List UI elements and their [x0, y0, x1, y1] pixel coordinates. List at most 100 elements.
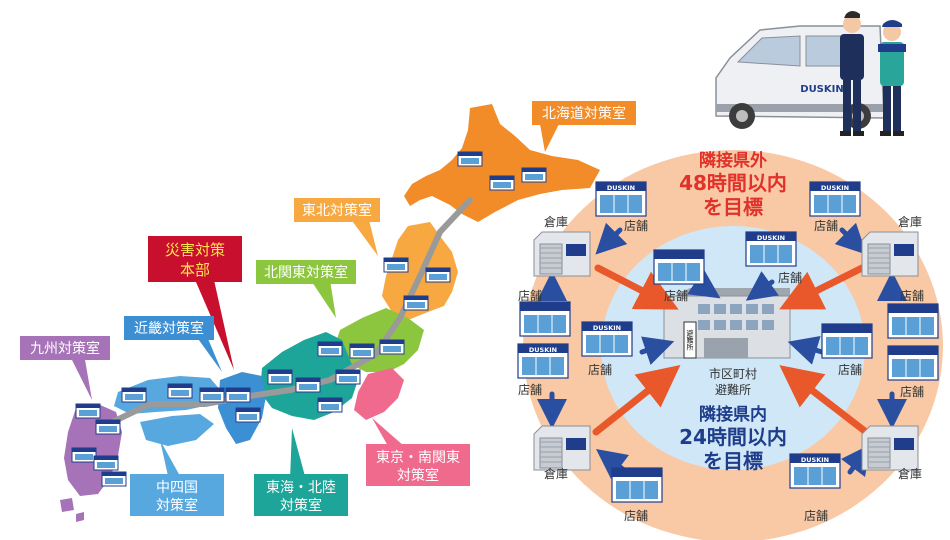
japan-map: 北海道対策室 東北対策室 北関東対策室 災害対策 本部 近畿対策室 九州対策室 …: [20, 101, 636, 522]
islands: [60, 498, 84, 522]
shelter-sign: 避難所: [686, 329, 694, 352]
store-label: 店舗: [624, 219, 648, 233]
store-label: 店舗: [588, 363, 612, 377]
map-building-icon: [101, 471, 127, 487]
store-building: DUSKIN 店舗: [517, 343, 569, 397]
van-brand: DUSKIN: [800, 84, 843, 95]
label-chushikoku-line1: 中四国: [156, 480, 198, 496]
map-building-icon: [295, 377, 321, 393]
map-building-icon: [349, 343, 375, 359]
store-building: 店舗: [887, 289, 939, 339]
map-building-markers: [71, 151, 547, 487]
map-building-icon: [457, 151, 483, 167]
diagram-buildings: 店舗DUSKIN店舗DUSKIN店舗店舗DUSKIN店舗DUSKIN店舗店舗DU…: [517, 181, 939, 523]
label-kinki: 近畿対策室: [134, 320, 204, 337]
map-building-icon: [199, 387, 225, 403]
callout-tokai: 東海・北陸 対策室: [254, 474, 348, 516]
callout-kinki: 近畿対策室: [124, 316, 214, 340]
callout-tohoku: 東北対策室: [294, 198, 380, 222]
store-label: 店舗: [814, 219, 838, 233]
label-tohoku: 東北対策室: [302, 202, 372, 219]
store-label: 店舗: [900, 289, 924, 303]
store-label: 店舗: [838, 363, 862, 377]
map-building-icon: [75, 403, 101, 419]
store-label: 店舗: [664, 289, 688, 303]
map-building-icon: [95, 419, 121, 435]
warehouse-label: 倉庫: [544, 466, 568, 481]
callout-hq: 災害対策 本部: [148, 236, 242, 282]
label-kyushu: 九州対策室: [30, 340, 100, 357]
outer-title-line1: 隣接県外: [699, 150, 767, 171]
label-tokyo-line1: 東京・南関東: [376, 450, 460, 466]
label-hq-line1: 災害対策: [165, 241, 225, 259]
map-building-icon: [403, 295, 429, 311]
store-label: 店舗: [900, 385, 924, 399]
map-building-icon: [335, 369, 361, 385]
store-label: 店舗: [624, 509, 648, 523]
store-building: 店舗: [653, 249, 705, 303]
map-building-icon: [235, 407, 261, 423]
warehouse-building: 倉庫: [861, 425, 922, 481]
label-hq-line2: 本部: [180, 261, 210, 279]
inner-title-line3: を目標: [703, 449, 763, 473]
warehouse-label: 倉庫: [898, 214, 922, 229]
map-building-icon: [267, 369, 293, 385]
store-brand: DUSKIN: [529, 346, 557, 354]
warehouse-label: 倉庫: [898, 466, 922, 481]
map-building-icon: [379, 339, 405, 355]
label-tokai-line2: 対策室: [280, 497, 322, 514]
staff-person-2: [878, 20, 906, 136]
store-label: 店舗: [518, 289, 542, 303]
store-building: DUSKIN 店舗: [809, 181, 861, 233]
inner-title-line1: 隣接県内: [699, 404, 767, 425]
callout-hokkaido: 北海道対策室: [532, 101, 636, 125]
label-kitakanto: 北関東対策室: [264, 264, 348, 281]
map-building-icon: [71, 447, 97, 463]
supply-diagram: 隣接県外 48時間以内 を目標 隣接県内 24時間以内 を目標 避難所 市区町村…: [517, 150, 943, 540]
callout-chushikoku: 中四国 対策室: [130, 474, 224, 516]
store-building: 店舗: [611, 467, 663, 523]
store-building: 店舗: [518, 289, 571, 337]
warehouse-label: 倉庫: [544, 214, 568, 229]
warehouse-building: 倉庫: [861, 214, 922, 277]
store-building: DUSKIN 店舗: [745, 231, 802, 285]
map-building-icon: [521, 167, 547, 183]
center-label-line1: 市区町村: [709, 366, 757, 381]
label-tokyo-line2: 対策室: [397, 467, 439, 484]
store-brand: DUSKIN: [593, 324, 621, 332]
evacuation-shelter: 避難所: [663, 288, 791, 359]
warehouse-building: 倉庫: [533, 214, 591, 277]
map-building-icon: [425, 267, 451, 283]
map-building-icon: [121, 387, 147, 403]
store-label: 店舗: [518, 383, 542, 397]
map-building-icon: [317, 341, 343, 357]
map-building-icon: [317, 397, 343, 413]
store-label: 店舗: [778, 271, 802, 285]
outer-title-line2: 48時間以内: [679, 171, 787, 195]
store-building: 店舗: [821, 323, 873, 377]
staff-person-1: [840, 11, 864, 136]
callout-kyushu: 九州対策室: [20, 336, 110, 360]
map-building-icon: [383, 257, 409, 273]
outer-title-line3: を目標: [703, 195, 763, 219]
callout-tokyo: 東京・南関東 対策室: [366, 444, 470, 486]
warehouse-building: 倉庫: [533, 425, 591, 481]
supply-routes: [97, 197, 473, 431]
label-hokkaido: 北海道対策室: [542, 105, 626, 122]
map-building-icon: [167, 383, 193, 399]
store-brand: DUSKIN: [801, 456, 829, 464]
label-chushikoku-line2: 対策室: [156, 497, 198, 514]
store-label: 店舗: [804, 509, 828, 523]
store-brand: DUSKIN: [757, 234, 785, 242]
map-building-icon: [93, 455, 119, 471]
outer-arrows: [592, 262, 870, 436]
callout-pointers: [70, 122, 560, 480]
map-building-icon: [489, 175, 515, 191]
label-tokai-line1: 東海・北陸: [266, 480, 336, 496]
center-label-line2: 避難所: [715, 382, 751, 397]
store-brand: DUSKIN: [821, 184, 849, 192]
store-building: DUSKIN 店舗: [789, 453, 841, 523]
